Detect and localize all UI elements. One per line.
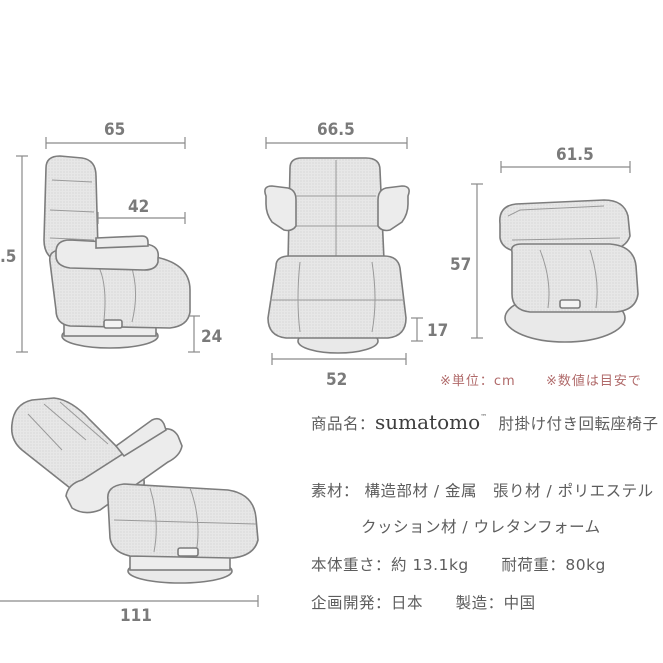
spec-origin-row: 企画開発：日本 製造：中国 (311, 591, 536, 613)
dim-side-seat-height: 24 (201, 327, 222, 347)
reclined-view-dimension-lines (0, 595, 259, 607)
dim-front-width: 66.5 (317, 120, 355, 140)
spec-weight-row: 本体重さ：約 13.1kg 耐荷重：80kg (311, 553, 606, 575)
spec-material-label: 素材： (311, 482, 360, 500)
rear-view-chair (499, 199, 639, 343)
dim-front-base-width: 52 (326, 370, 347, 390)
dim-rear-height: 57 (450, 255, 471, 275)
dim-recline-length: 111 (120, 606, 152, 626)
dim-front-seat-height: 17 (427, 321, 448, 341)
dim-rear-width: 61.5 (556, 145, 594, 165)
spec-material-line1: 構造部材 / 金属 張り材 / ポリエステル (364, 482, 654, 500)
spec-made-label: 製造： (455, 594, 504, 612)
spec-material-row: 素材： 構造部材 / 金属 張り材 / ポリエステル (311, 479, 654, 501)
spec-product-name: 肘掛け付き回転座椅子 (498, 415, 659, 433)
rear-view-dimension-lines (471, 161, 631, 339)
dim-side-height: .5 (0, 247, 16, 267)
spec-weight-label: 本体重さ： (311, 556, 392, 574)
spec-material-line2: クッション材 / ウレタンフォーム (361, 518, 601, 536)
spec-design-value: 日本 (391, 594, 424, 612)
spec-design-label: 企画開発： (311, 594, 392, 612)
spec-weight-value: 約 13.1kg (391, 556, 469, 574)
dim-side-width: 65 (104, 120, 125, 140)
front-view-chair (264, 157, 410, 354)
reclined-view-chair (10, 397, 259, 584)
brand-logo-text: sumatomo (375, 410, 481, 434)
side-view-dimension-lines (16, 137, 200, 353)
dim-side-arm-depth: 42 (128, 197, 149, 217)
unit-note: ※単位：cm (440, 374, 516, 389)
spec-made-value: 中国 (503, 594, 536, 612)
brand-trademark: ™ (480, 413, 488, 421)
spec-product-label: 商品名： (311, 415, 376, 433)
front-view-dimension-lines (265, 137, 423, 365)
spec-load-value: 80kg (565, 556, 606, 574)
side-view-chair (43, 155, 191, 349)
spec-load-label: 耐荷重： (501, 556, 566, 574)
approx-note: ※数値は目安で (546, 374, 642, 389)
spec-product-row: 商品名：sumatomo™ 肘掛け付き回転座椅子 (311, 410, 659, 434)
